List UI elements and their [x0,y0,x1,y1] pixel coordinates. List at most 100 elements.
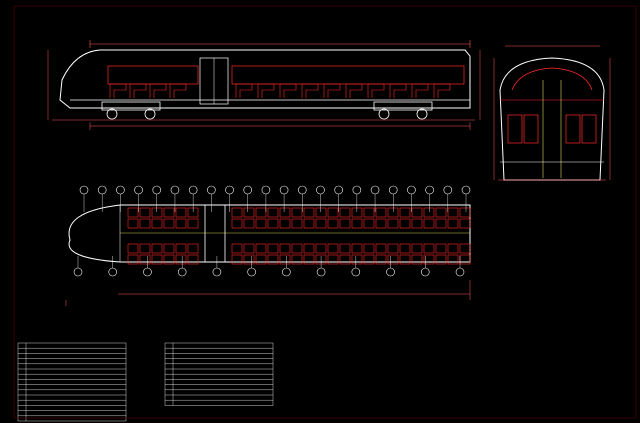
plan-seat [127,218,139,229]
plan-seat [423,254,435,265]
car-body-outline [59,49,471,109]
side-seat [149,83,167,98]
plan-seat [163,218,175,229]
callout-top-circle [134,185,143,195]
window-band [107,65,465,85]
plan-seat [187,218,199,229]
plan-seat [339,243,351,254]
plan-seat [351,254,363,265]
plan-seat [163,254,175,265]
plan-seat [255,254,267,265]
plan-seat [387,243,399,254]
drawing-frame [13,5,637,419]
plan-seat [127,207,139,218]
plan-seat [327,254,339,265]
callout-top-circle [207,185,216,195]
seat-row [109,83,451,98]
side-seat [389,83,407,98]
plan-seat [435,207,447,218]
plan-seat [375,218,387,229]
side-seat [109,83,127,98]
plan-seat [303,207,315,218]
plan-seat [375,243,387,254]
plan-seat [411,207,423,218]
callout-bottom-circle [108,267,118,277]
legend-frame [17,342,127,422]
plan-seat [291,243,303,254]
callout-bottom-circle [212,267,222,277]
plan-seat [255,218,267,229]
plan-seat [267,207,279,218]
plan-seat [163,207,175,218]
side-seat [345,83,363,98]
plan-seat [387,254,399,265]
plan-seat [187,243,199,254]
plan-seat [291,207,303,218]
plan-seat [339,254,351,265]
plan-seat [151,218,163,229]
plan-seat [387,218,399,229]
plan-seat [255,207,267,218]
callout-bottom-circle [247,267,256,277]
side-seat [411,83,429,98]
plan-seat [187,254,199,265]
plan-seat [279,254,291,265]
callout-bottom-circle [351,267,361,277]
plan-seat [375,254,387,265]
plan-seat [339,207,351,218]
side-seat [279,83,297,98]
plan-view [65,185,471,306]
plan-seat [291,218,303,229]
callout-top-circle [152,185,162,195]
plan-seat [459,254,471,265]
callout-bottom-circle [386,267,395,277]
plan-seat [303,218,315,229]
plan-seat [411,243,423,254]
plan-seat [279,207,291,218]
plan-seat [267,254,279,265]
callout-top-circle [279,185,289,195]
callout-bottom-circle [177,267,187,277]
plan-seat [459,207,471,218]
plan-seat [243,207,255,218]
plan-outline [68,204,471,263]
plan-seat [339,218,351,229]
plan-seat [279,243,291,254]
plan-seat [267,218,279,229]
rear-bogie [373,101,433,120]
callouts-top [79,185,471,195]
legend-right-table [164,342,274,406]
plan-seat [175,218,187,229]
plan-seat [363,218,375,229]
callout-top-circle [334,185,343,195]
plan-seat [279,218,291,229]
callout-top-circle [461,185,471,195]
side-seat [169,83,187,98]
plan-seat [291,254,303,265]
plan-seat [363,243,375,254]
plan-seat [127,254,139,265]
plan-seat [303,254,315,265]
plan-seat [363,207,375,218]
callout-top-circle [443,185,453,195]
callout-top-circle [97,185,107,195]
plan-seat [267,243,279,254]
plan-seat [327,243,339,254]
plan-seat [435,254,447,265]
callout-top-circle [261,185,271,195]
plan-seat [459,243,471,254]
callout-top-circle [388,185,398,195]
plan-seat [315,243,327,254]
plan-seat [163,243,175,254]
plan-seat [423,218,435,229]
side-seat [301,83,319,98]
plan-seat-grid [127,207,471,265]
plan-seat [375,207,387,218]
plan-seat [447,218,459,229]
plan-seat [327,218,339,229]
plan-seat [315,218,327,229]
plan-seat [255,243,267,254]
callout-top-circle [407,185,416,195]
plan-seat [399,218,411,229]
